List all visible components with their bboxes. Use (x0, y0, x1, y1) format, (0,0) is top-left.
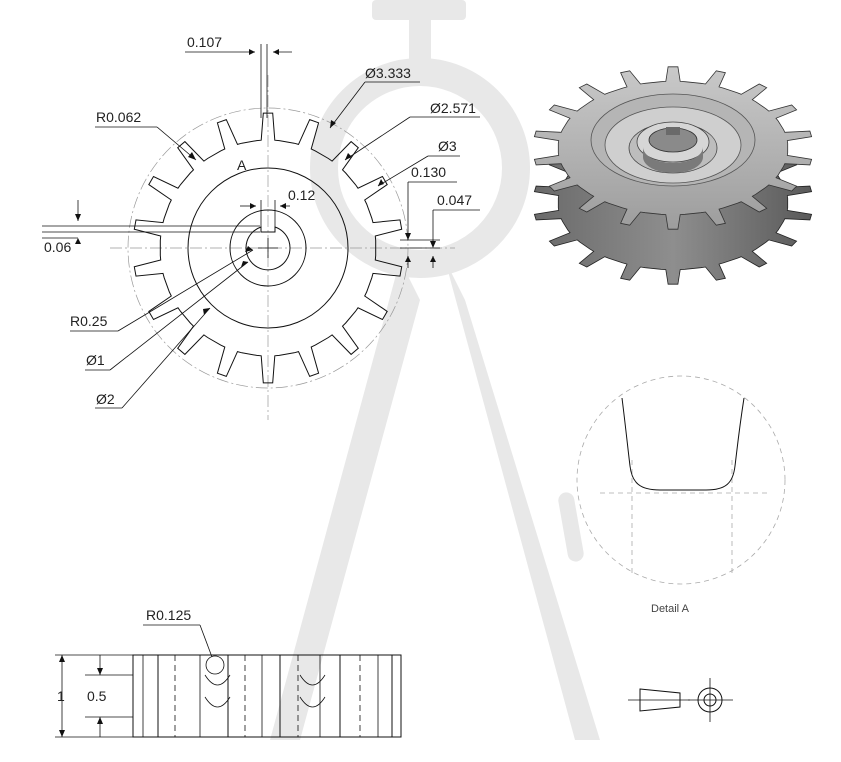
hub-circle (187, 167, 349, 329)
detail-a-view: Detail A (576, 375, 786, 615)
detail-marker-a: A (237, 157, 247, 173)
dim-bore-diameter: Ø1 (86, 352, 105, 368)
third-angle-projection-symbol (628, 678, 733, 722)
dim-hub-diameter: Ø2 (96, 391, 115, 407)
dim-dedendum-step: 0.047 (437, 192, 472, 208)
side-view-fillet-arc (299, 696, 326, 708)
dim-hub-width: 0.5 (87, 688, 107, 704)
dim-side-fillet: R0.125 (146, 607, 191, 623)
side-view-fillet-arc (204, 674, 231, 686)
gear-3d-view (533, 66, 813, 285)
side-view-fillet-arc (299, 674, 326, 686)
compass-watermark (270, 0, 600, 740)
dim-bore-radius: R0.25 (70, 313, 108, 329)
dim-addendum: 0.130 (411, 164, 446, 180)
dimension-arrows (75, 49, 436, 315)
side-view-fillet-circle (205, 655, 225, 675)
bore-with-keyway (245, 226, 291, 271)
dim-overall-width: 1 (57, 688, 65, 704)
side-view: R0.125 1 0.5 (55, 607, 402, 738)
dim-keyway-width: 0.12 (288, 187, 315, 203)
dim-pitch-diameter: Ø3 (438, 138, 457, 154)
dim-tooth-width: 0.107 (187, 34, 222, 50)
bore-ring (229, 209, 307, 287)
side-view-fillet-arc (204, 696, 231, 708)
dim-root-diameter: Ø2.571 (430, 100, 476, 116)
detail-a-label: Detail A (651, 603, 690, 615)
dim-keyway-depth: 0.06 (44, 239, 71, 255)
dimension-lines (42, 44, 480, 409)
dim-root-fillet: R0.062 (96, 109, 141, 125)
dim-outer-diameter: Ø3.333 (365, 65, 411, 81)
front-view: 0.107 R0.062 Ø3.333 Ø2.571 Ø3 0.130 0.04… (42, 34, 480, 420)
gear-tooth-outline (133, 112, 403, 384)
